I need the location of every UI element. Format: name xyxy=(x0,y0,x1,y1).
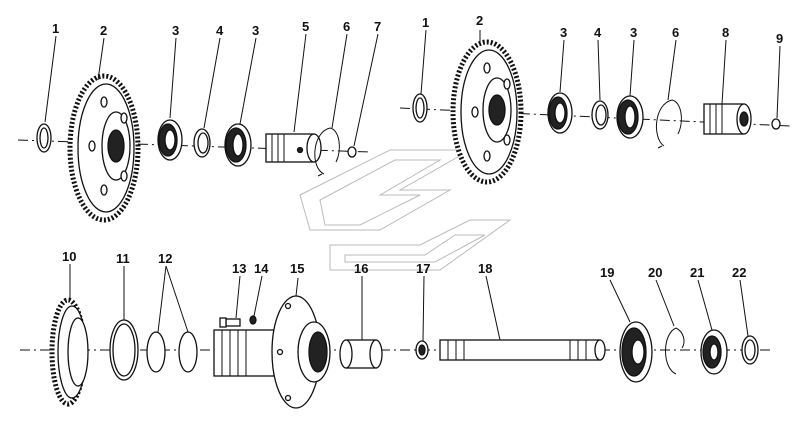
o-ring xyxy=(146,331,166,373)
callout-label: 1 xyxy=(52,21,59,36)
callout-label: 3 xyxy=(172,23,179,38)
bushing xyxy=(339,339,383,369)
callout-label: 22 xyxy=(732,265,746,280)
callout-label: 17 xyxy=(416,261,430,276)
seal xyxy=(700,329,728,375)
circlip xyxy=(655,99,682,149)
callout-label: 16 xyxy=(354,261,368,276)
splined-sleeve xyxy=(703,103,752,135)
callout-label: 5 xyxy=(302,19,309,34)
gear xyxy=(67,73,141,223)
ring-gear xyxy=(49,297,89,407)
callout-label: 3 xyxy=(252,23,259,38)
leader-lines xyxy=(44,29,781,342)
top-left-assembly xyxy=(17,73,371,223)
callout-label: 13 xyxy=(232,261,246,276)
callout-label: 10 xyxy=(62,249,76,264)
callout-label: 12 xyxy=(158,251,172,266)
callout-label: 1 xyxy=(422,15,429,30)
circlip xyxy=(665,327,685,375)
callout-label: 11 xyxy=(116,251,130,266)
bearing xyxy=(547,92,573,134)
callout-label: 21 xyxy=(690,265,704,280)
callout-label: 6 xyxy=(343,19,350,34)
circlip xyxy=(314,127,340,177)
washer xyxy=(249,315,257,325)
callout-label: 20 xyxy=(648,265,662,280)
bearing xyxy=(157,119,183,161)
callout-label: 4 xyxy=(216,23,224,38)
callout-label: 15 xyxy=(290,261,304,276)
bottom-assembly xyxy=(20,295,770,409)
small-ring xyxy=(771,118,781,130)
callout-label: 6 xyxy=(672,25,679,40)
o-ring xyxy=(178,331,198,373)
callout-labels: 1 2 3 4 3 5 6 7 1 2 3 4 3 6 8 9 10 11 12… xyxy=(52,13,783,280)
shaft xyxy=(439,339,606,361)
callout-label: 3 xyxy=(560,25,567,40)
splined-hub xyxy=(265,133,322,163)
callout-label: 18 xyxy=(478,261,492,276)
callout-label: 9 xyxy=(776,31,783,46)
bearing xyxy=(224,123,252,167)
callout-label: 14 xyxy=(254,261,269,276)
watermark-logo xyxy=(299,149,512,271)
bolt xyxy=(219,317,241,328)
callout-label: 2 xyxy=(476,13,483,28)
callout-label: 2 xyxy=(100,23,107,38)
bearing xyxy=(616,95,644,139)
callout-label: 8 xyxy=(722,25,729,40)
flanged-hub xyxy=(213,295,331,409)
gear xyxy=(450,39,524,185)
callout-label: 7 xyxy=(374,19,381,34)
small-ring xyxy=(347,146,357,158)
callout-label: 3 xyxy=(630,25,637,40)
top-right-assembly xyxy=(399,39,791,185)
callout-label: 19 xyxy=(600,265,614,280)
bearing xyxy=(619,321,653,383)
callout-label: 4 xyxy=(594,25,602,40)
